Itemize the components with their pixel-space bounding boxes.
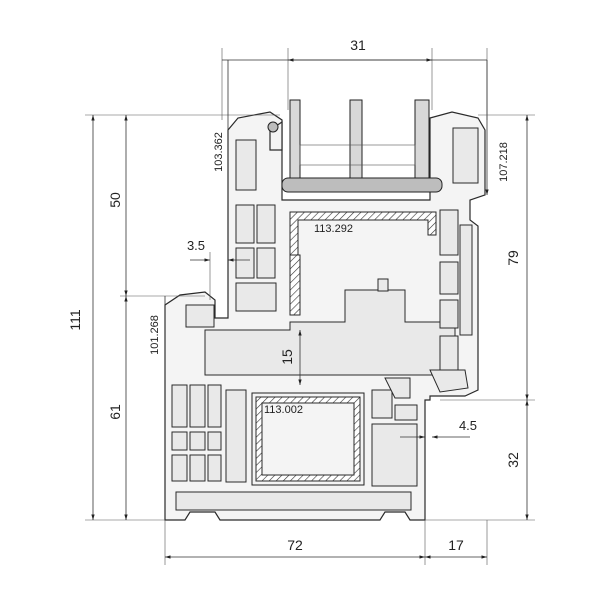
dim-50-label: 50 — [107, 192, 123, 208]
dimension-labels: 111 50 61 31 72 17 79 32 3.5 4.5 15 — [67, 37, 521, 553]
dim-32-label: 32 — [505, 452, 521, 468]
frame-profile — [164, 111, 486, 521]
code-103362-label: 103.362 — [213, 132, 225, 172]
dim-4-5-label: 4.5 — [459, 418, 477, 433]
profile-code-labels: 103.362 107.218 101.268 113.292 113.002 — [149, 132, 510, 416]
code-101268-label: 101.268 — [149, 315, 161, 355]
dim-111-label: 111 — [67, 309, 83, 330]
code-113002-label: 113.002 — [264, 404, 303, 416]
dim-79-label: 79 — [505, 250, 521, 266]
dim-72-label: 72 — [287, 537, 303, 553]
glazing-unit — [267, 99, 443, 193]
dim-3-5-label: 3.5 — [187, 238, 205, 253]
frame-reinforcement-113002 — [251, 392, 365, 486]
dim-61-label: 61 — [107, 404, 123, 420]
dimension-lines — [85, 48, 535, 565]
sash-reinforcement-113292 — [289, 211, 437, 316]
code-107218-label: 107.218 — [498, 142, 510, 182]
code-113292-label: 113.292 — [314, 223, 353, 235]
dim-31-label: 31 — [350, 37, 366, 53]
dim-15-label: 15 — [279, 349, 295, 365]
dim-17-label: 17 — [448, 537, 464, 553]
